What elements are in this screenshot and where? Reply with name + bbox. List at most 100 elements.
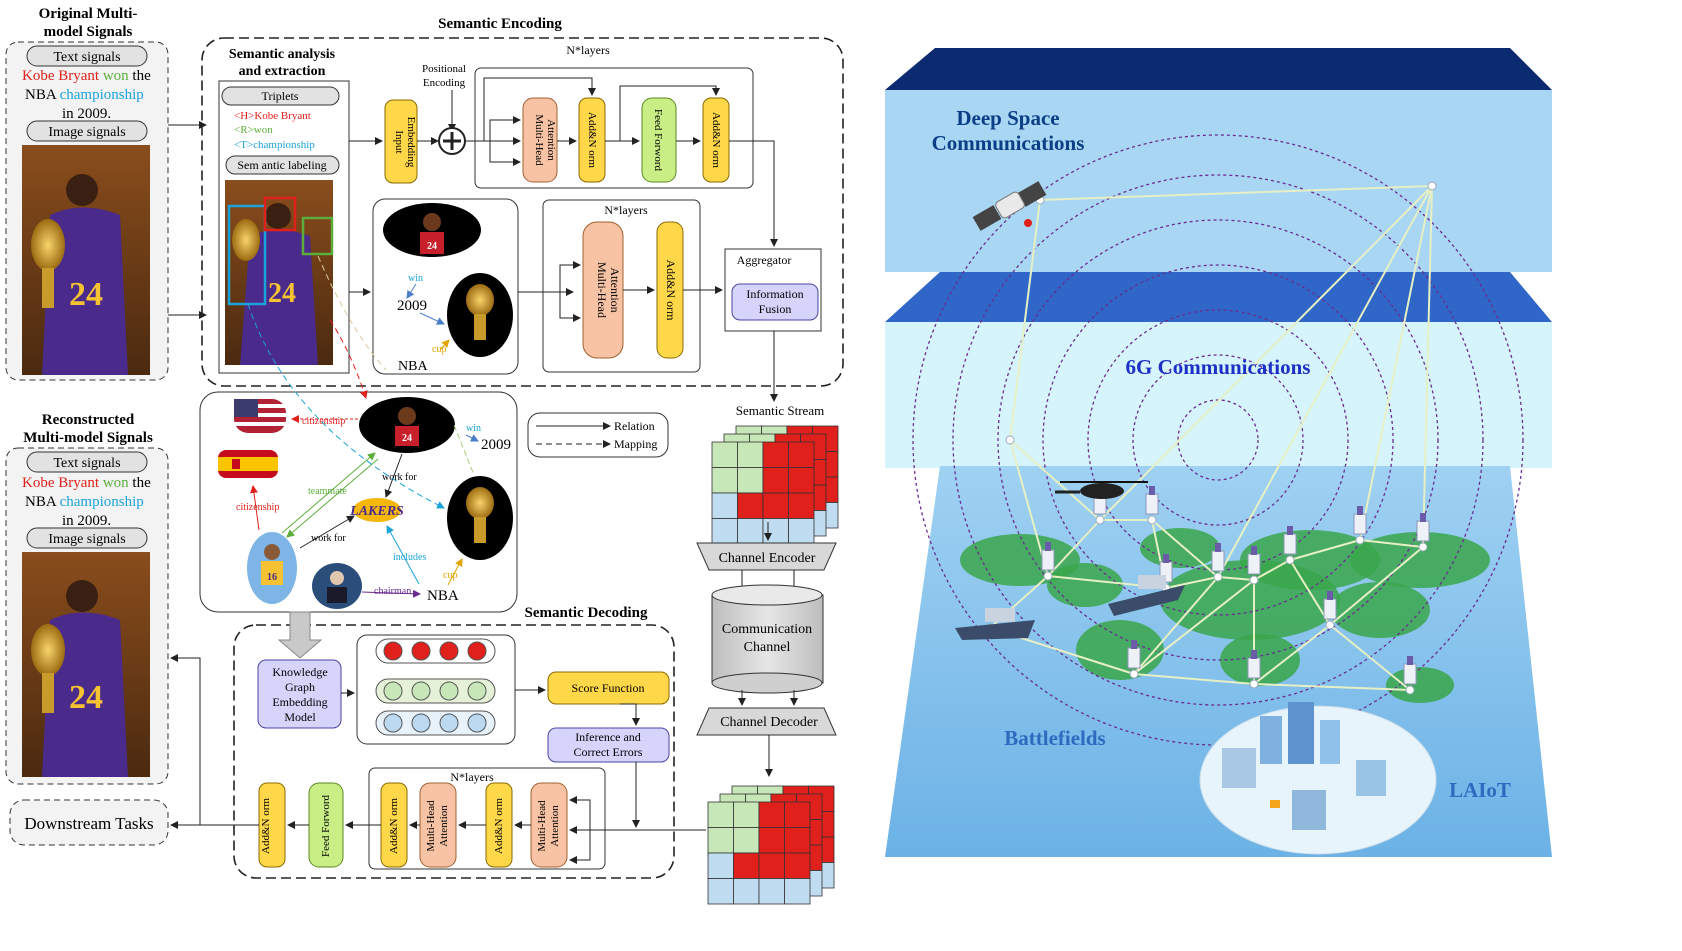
enc-addnorm-block1 bbox=[578, 97, 606, 183]
network-node bbox=[1405, 685, 1415, 695]
antenna bbox=[1215, 543, 1221, 552]
network-node bbox=[1355, 535, 1365, 545]
network-link bbox=[1099, 185, 1433, 521]
img-mha-line2: Attention bbox=[608, 267, 622, 312]
kg-chairman-label: chairman bbox=[374, 586, 411, 597]
stream-cell bbox=[758, 827, 785, 854]
network-node bbox=[1005, 435, 1015, 445]
image-signals-pill bbox=[26, 120, 148, 142]
dec-nlayers: N*layers bbox=[450, 770, 494, 784]
kg-nba-label: NBA bbox=[427, 588, 459, 604]
kg-citizenship-2: citizenship bbox=[236, 502, 279, 513]
infer-line1: Inference and bbox=[575, 730, 641, 744]
network-link bbox=[1151, 519, 1219, 578]
positional-line1: Positional bbox=[422, 63, 466, 75]
kg-cup-label: cup bbox=[443, 570, 457, 581]
antenna bbox=[1131, 640, 1137, 649]
text-signals-label: Text signals bbox=[53, 50, 120, 65]
base-station-icon bbox=[1247, 657, 1261, 679]
usa-flag-icon bbox=[232, 397, 288, 435]
stream-cell bbox=[737, 467, 764, 494]
antenna bbox=[1420, 513, 1426, 522]
stream-cell bbox=[784, 852, 811, 879]
stream-cell bbox=[733, 878, 760, 905]
antenna bbox=[1163, 554, 1169, 563]
stream-cell bbox=[737, 518, 764, 545]
recon-title-line2: Multi-model Signals bbox=[23, 430, 153, 446]
kg-includes-arrow bbox=[386, 525, 420, 585]
semantic-labeling-label: Sem antic labeling bbox=[237, 158, 326, 172]
embedding-dot bbox=[467, 681, 487, 701]
svg-text:24: 24 bbox=[69, 679, 103, 716]
stream-cell bbox=[758, 852, 785, 879]
legend-box bbox=[527, 412, 669, 458]
svg-text:24: 24 bbox=[69, 276, 103, 313]
kg-teammate-arrow-b bbox=[286, 458, 379, 538]
recon-text-signals-pill bbox=[26, 451, 148, 473]
coverage-ring bbox=[1042, 264, 1394, 616]
channel-line1: Communication bbox=[722, 622, 812, 637]
enc-addnorm2-label: Add&N orm bbox=[710, 112, 722, 168]
satellite-icon bbox=[972, 181, 1047, 231]
dec-mha-b-line2: Attention bbox=[549, 805, 561, 847]
dec-mha-a-line1: Multi-Head bbox=[425, 800, 437, 852]
img-year-label: 2009 bbox=[397, 298, 427, 314]
svg-text:16: 16 bbox=[267, 572, 277, 583]
kg-chairman-node bbox=[312, 563, 362, 609]
analysis-title-line2: and extraction bbox=[239, 64, 326, 79]
antenna bbox=[1287, 526, 1293, 535]
network-node bbox=[1325, 620, 1335, 630]
map-landmass bbox=[1047, 563, 1123, 607]
stream-cell bbox=[788, 441, 815, 468]
stream-cell bbox=[788, 518, 815, 545]
embedding-row bbox=[375, 710, 496, 736]
base-station-icon bbox=[1353, 513, 1367, 535]
kg-cup-arrow bbox=[447, 558, 463, 586]
add-positional-icon bbox=[438, 127, 466, 155]
network-link bbox=[1217, 185, 1433, 578]
network-node bbox=[1418, 542, 1428, 552]
score-function-label: Score Function bbox=[572, 681, 645, 695]
stream-cell bbox=[788, 467, 815, 494]
triplet-head: <H>Kobe Bryant bbox=[234, 110, 311, 122]
network-link bbox=[1165, 576, 1219, 589]
arrow-score-infer bbox=[620, 703, 640, 726]
enc-mha-block bbox=[522, 97, 558, 183]
map-arrow-beige bbox=[317, 255, 387, 371]
stream-cell bbox=[733, 852, 760, 879]
triplet-relation: <R>won bbox=[234, 124, 273, 136]
dec-mha-b-line1: Multi-Head bbox=[536, 800, 548, 852]
channel-decoder-label: Channel Decoder bbox=[720, 715, 818, 730]
network-node bbox=[1095, 515, 1105, 525]
legend-relation-label: Relation bbox=[614, 419, 655, 433]
dec-addnorm-a-label: Add&N orm bbox=[388, 798, 400, 854]
network-link bbox=[1133, 673, 1255, 685]
arrow-to-aggregator-top bbox=[729, 140, 778, 247]
img-res-arrow-1 bbox=[559, 261, 581, 292]
network-node bbox=[1213, 572, 1223, 582]
arrow-to-reconstructed bbox=[170, 654, 201, 825]
analysis-title-line1: Semantic analysis bbox=[229, 47, 336, 62]
network-link bbox=[1329, 546, 1424, 626]
stream-cell bbox=[762, 441, 789, 468]
img-win-arrow bbox=[406, 283, 417, 299]
downstream-tasks-box bbox=[9, 799, 169, 846]
aggregator-label: Aggregator bbox=[737, 253, 792, 267]
stream-cell bbox=[711, 492, 738, 519]
orig-title-line1: Original Multi- bbox=[39, 6, 138, 22]
base-station-icon bbox=[1211, 550, 1225, 572]
recon-sentence-line2: NBA championship bbox=[25, 494, 144, 510]
coverage-ring bbox=[1132, 354, 1304, 526]
ship-icon-1 bbox=[955, 608, 1035, 640]
sixg-label: 6G Communications bbox=[1126, 355, 1311, 379]
kg-to-decoder-arrow bbox=[277, 611, 323, 659]
text-signals-pill bbox=[26, 45, 148, 67]
kge-model-block bbox=[257, 659, 342, 729]
semantic-labeling-pill bbox=[225, 155, 340, 175]
img-addnorm-label: Add&N orm bbox=[664, 260, 678, 322]
antenna bbox=[1407, 656, 1413, 665]
stream-cell bbox=[762, 492, 789, 519]
enc-nlayers-bottom: N*layers bbox=[604, 203, 648, 217]
base-station-icon bbox=[1323, 598, 1337, 620]
